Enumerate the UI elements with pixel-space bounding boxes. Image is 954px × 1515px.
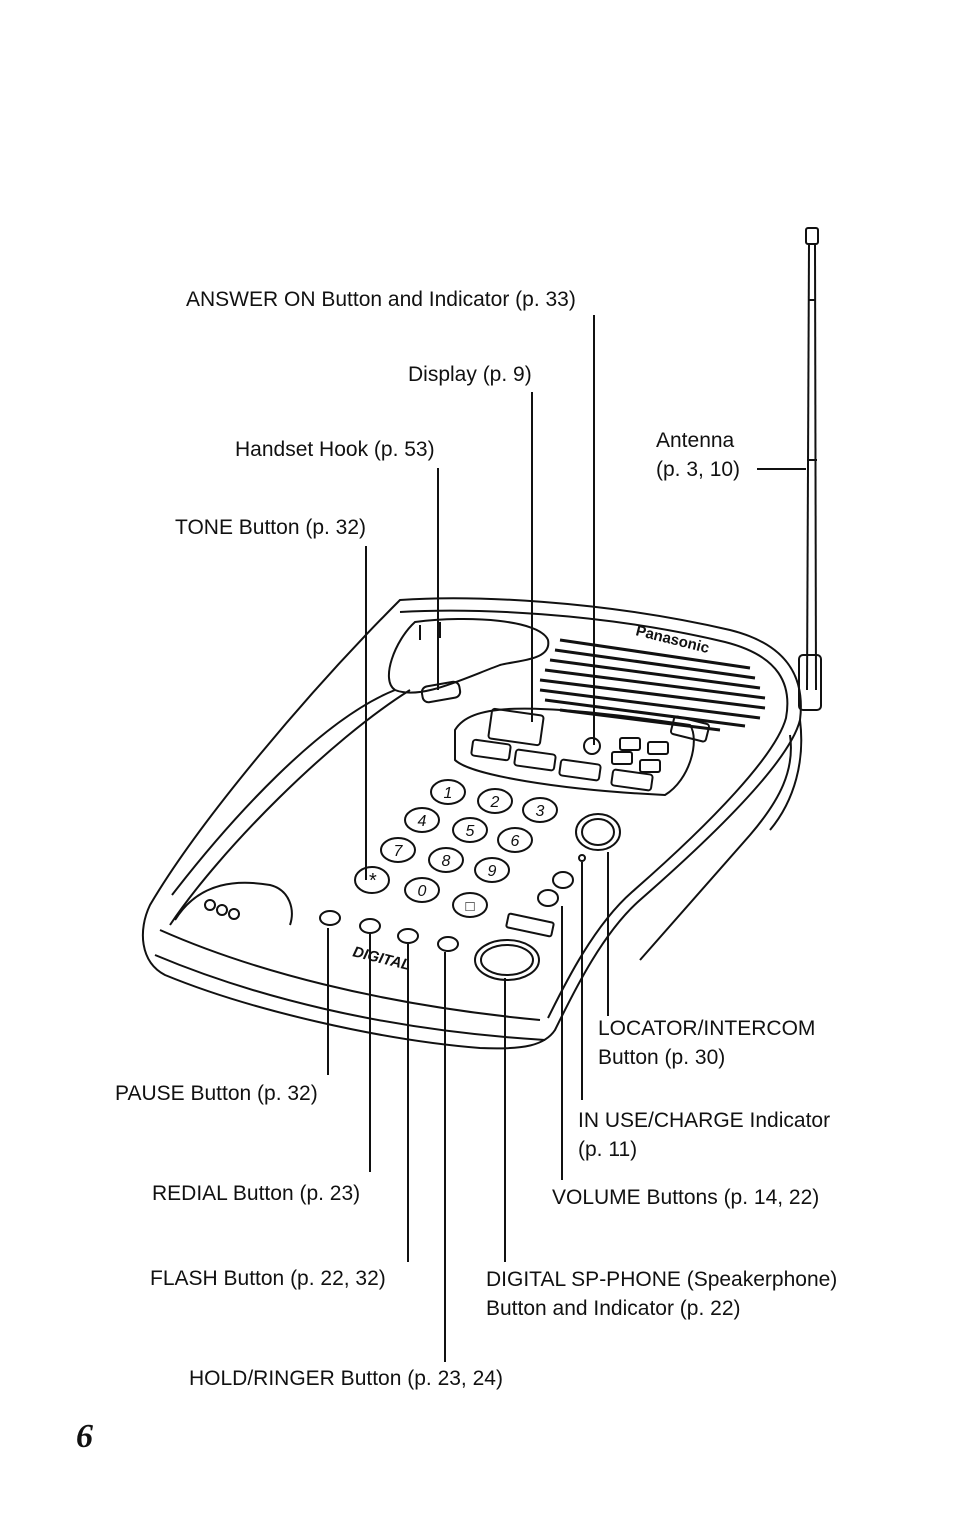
- key-4: 4: [418, 813, 427, 830]
- display-window: [487, 707, 545, 747]
- key-pound: □: [465, 898, 474, 915]
- redial-label: REDIAL Button (p. 23): [152, 1182, 361, 1205]
- digital-logo: DIGITAL: [351, 943, 412, 974]
- page-number: 6: [76, 1418, 93, 1455]
- key-9: 9: [488, 863, 497, 880]
- key-8: 8: [442, 853, 451, 870]
- key-3: 3: [536, 803, 545, 820]
- in-use-charge-page-label: (p. 11): [578, 1138, 638, 1161]
- key-star: *: [368, 870, 377, 892]
- key-2: 2: [490, 794, 500, 811]
- in-use-charge-label: IN USE/CHARGE Indicator: [578, 1109, 831, 1132]
- flash-label: FLASH Button (p. 22, 32): [150, 1267, 386, 1290]
- digital-sp-phone-page-label: Button and Indicator (p. 22): [486, 1297, 741, 1320]
- volume-label: VOLUME Buttons (p. 14, 22): [552, 1186, 820, 1209]
- pause-label: PAUSE Button (p. 32): [115, 1082, 318, 1105]
- key-6: 6: [511, 833, 520, 850]
- hold-ringer-label: HOLD/RINGER Button (p. 23, 24): [189, 1367, 503, 1390]
- key-1: 1: [444, 785, 453, 802]
- handset-hook-label: Handset Hook (p. 53): [235, 438, 435, 461]
- tone-label: TONE Button (p. 32): [175, 516, 367, 539]
- answer-on-label: ANSWER ON Button and Indicator (p. 33): [186, 288, 576, 311]
- key-7: 7: [394, 843, 404, 860]
- key-0: 0: [418, 883, 427, 900]
- locator-intercom-label: LOCATOR/INTERCOM: [598, 1017, 816, 1040]
- locator-intercom-page-label: Button (p. 30): [598, 1046, 726, 1069]
- keypad: [354, 779, 558, 918]
- leader-lines: [327, 315, 806, 1362]
- digital-sp-phone-label: DIGITAL SP-PHONE (Speakerphone): [486, 1268, 838, 1291]
- display-label: Display (p. 9): [408, 363, 532, 386]
- antenna-page-label: (p. 3, 10): [656, 458, 741, 481]
- antenna-label: Antenna: [656, 429, 735, 452]
- key-5: 5: [466, 823, 475, 840]
- antenna: [798, 227, 822, 711]
- phone-base: Panasonic 1 2 3 4 5 6 7 8 9 * 0: [141, 597, 803, 1050]
